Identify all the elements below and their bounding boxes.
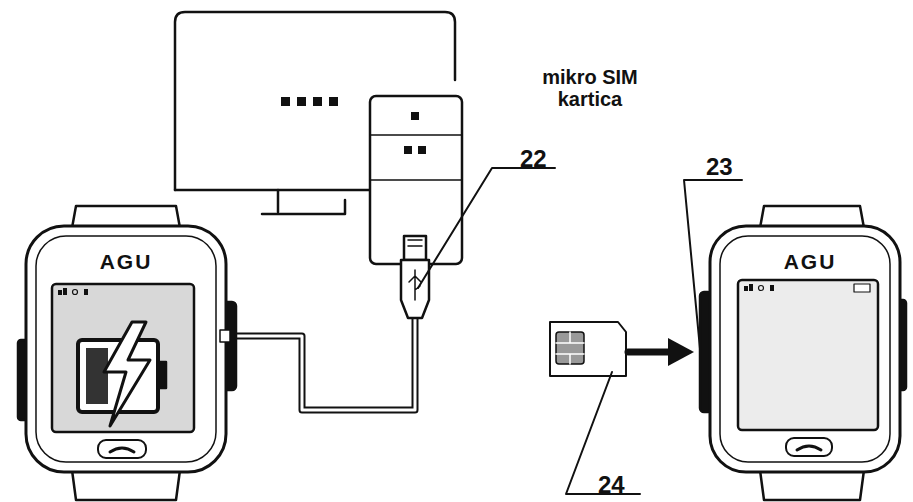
callout-number: 23 — [706, 154, 733, 180]
brand-logo: AGU — [100, 250, 153, 273]
leader-line — [418, 168, 555, 288]
brand-logo: AGU — [784, 250, 837, 273]
smartwatch-sim-slot — [700, 206, 906, 500]
callout-number: 24 — [598, 472, 625, 498]
usb-cable — [236, 236, 429, 410]
micro-sim-card — [550, 322, 694, 376]
part-label: mikro SIM kartica — [531, 66, 649, 110]
smartwatch-charging — [18, 206, 236, 500]
callout-number: 22 — [520, 146, 547, 172]
